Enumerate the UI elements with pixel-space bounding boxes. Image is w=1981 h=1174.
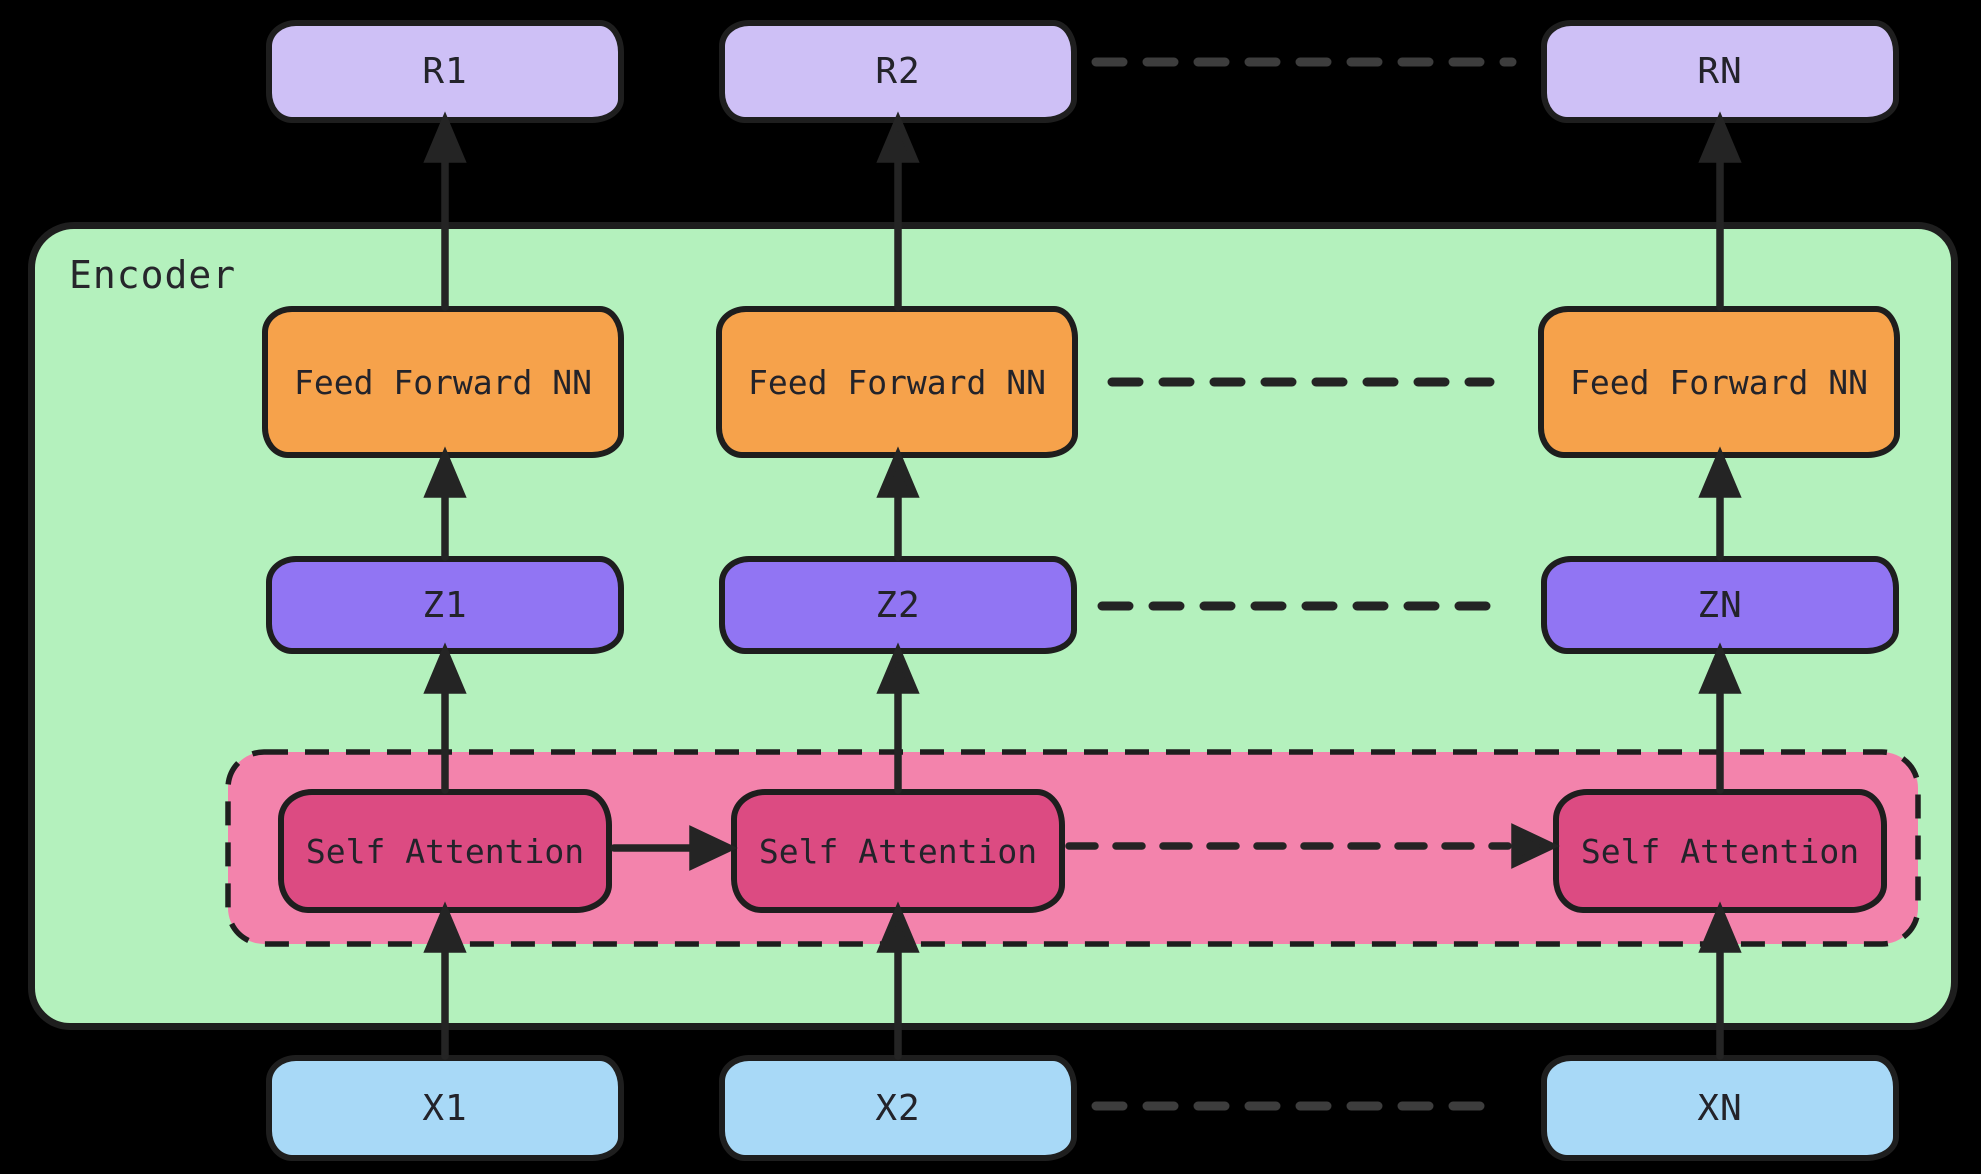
zn-label: ZN [1697,584,1743,626]
xn-box: XN [1541,1055,1899,1161]
ffn3-box: Feed Forward NN [1538,306,1900,458]
rn-label: RN [1697,51,1743,92]
xn-label: XN [1697,1087,1743,1129]
self-attention-2-label: Self Attention [758,831,1038,871]
self-attention-3-box: Self Attention [1553,789,1887,913]
ffn3-label: Feed Forward NN [1569,362,1868,402]
x2-box: X2 [719,1055,1077,1161]
self-attention-2-box: Self Attention [731,789,1065,913]
r2-label: R2 [875,51,921,92]
encoder-label: Encoder [69,253,237,297]
arrowhead-ffn2-to-r2 [876,111,920,163]
rn-box: RN [1541,20,1899,123]
self-attention-3-label: Self Attention [1580,831,1860,871]
z1-label: Z1 [422,584,468,626]
x1-box: X1 [266,1055,624,1161]
ffn2-box: Feed Forward NN [716,306,1078,458]
zn-box: ZN [1541,556,1899,654]
r1-label: R1 [422,51,468,92]
z2-label: Z2 [875,584,921,626]
r2-box: R2 [719,20,1077,123]
ffn2-label: Feed Forward NN [747,362,1046,402]
x2-label: X2 [875,1087,921,1129]
z2-box: Z2 [719,556,1077,654]
self-attention-1-label: Self Attention [305,831,585,871]
ffn1-box: Feed Forward NN [262,306,624,458]
arrowhead-ffn1-to-r1 [423,111,467,163]
r1-box: R1 [266,20,624,123]
x1-label: X1 [422,1087,468,1129]
z1-box: Z1 [266,556,624,654]
arrowhead-ffn3-to-rn [1698,111,1742,163]
self-attention-1-box: Self Attention [278,789,612,913]
ffn1-label: Feed Forward NN [293,362,592,402]
